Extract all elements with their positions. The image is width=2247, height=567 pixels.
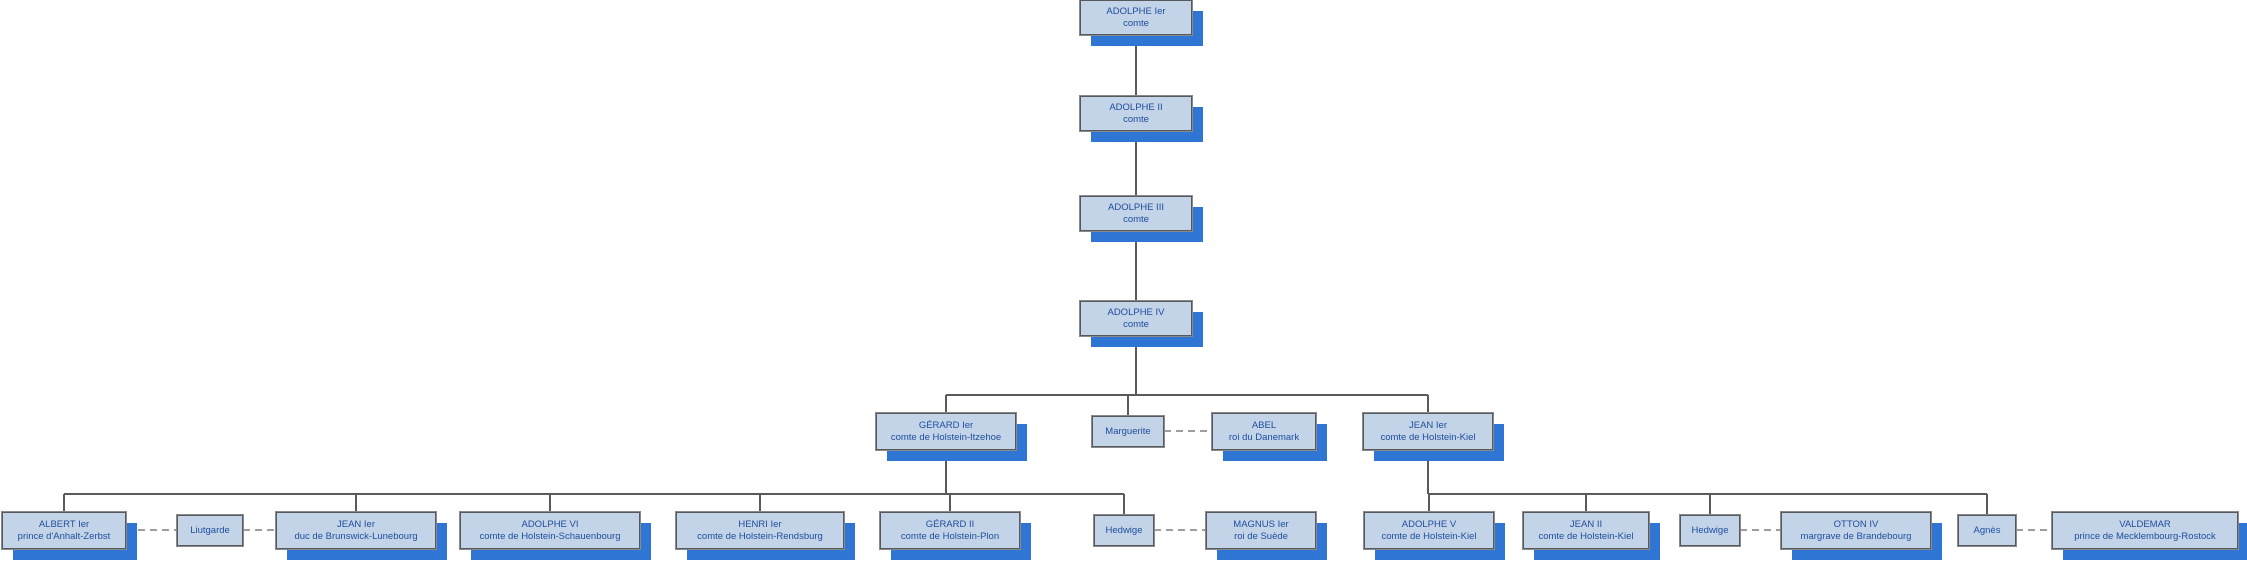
person-name: VALDEMAR	[2119, 518, 2171, 530]
person-name: MAGNUS Ier	[1233, 518, 1289, 530]
person-name: OTTON IV	[1833, 518, 1879, 530]
person-title: comte de Holstein-Rendsburg	[697, 530, 823, 542]
person-name: JEAN Ier	[336, 518, 375, 530]
person-name: ADOLPHE IV	[1107, 306, 1165, 318]
person-node-liutgarde[interactable]: Liutgarde	[176, 514, 244, 547]
person-name: ADOLPHE VI	[521, 518, 579, 530]
person-title: comte de Holstein-Kiel	[1538, 530, 1634, 542]
person-name: JEAN Ier	[1408, 419, 1447, 431]
person-node-hedwige1[interactable]: Hedwige	[1093, 514, 1155, 547]
person-name: Agnès	[1973, 524, 2001, 536]
person-name: GÉRARD Ier	[918, 419, 974, 431]
person-title: roi du Danemark	[1228, 431, 1300, 443]
person-title: comte	[1123, 213, 1149, 225]
person-title: comte	[1123, 318, 1149, 330]
person-name: GÉRARD II	[925, 518, 975, 530]
person-name: ADOLPHE II	[1109, 101, 1163, 113]
person-title: prince d'Anhalt-Zerbst	[17, 530, 111, 542]
person-title: prince de Mecklembourg-Rostock	[2074, 530, 2216, 542]
person-name: ADOLPHE III	[1108, 201, 1164, 213]
person-title: duc de Brunswick-Lunebourg	[294, 530, 418, 542]
person-title: margrave de Brandebourg	[1800, 530, 1912, 542]
person-node-agnes[interactable]: Agnès	[1957, 514, 2017, 547]
person-name: ALBERT Ier	[38, 518, 90, 530]
person-name: Hedwige	[1691, 524, 1729, 536]
person-title: comte	[1123, 113, 1149, 125]
person-node-marguerite[interactable]: Marguerite	[1091, 415, 1165, 448]
person-name: Hedwige	[1105, 524, 1143, 536]
person-title: comte de Holstein-Kiel	[1380, 431, 1476, 443]
person-title: comte de Holstein-Schauenbourg	[479, 530, 621, 542]
person-name: HENRI Ier	[738, 518, 782, 530]
person-node-hedwige2[interactable]: Hedwige	[1679, 514, 1741, 547]
person-title: roi de Suède	[1234, 530, 1288, 542]
person-name: Marguerite	[1105, 425, 1151, 437]
person-name: ADOLPHE V	[1401, 518, 1457, 530]
person-title: comte de Holstein-Itzehoe	[890, 431, 1002, 443]
person-name: ADOLPHE Ier	[1106, 5, 1166, 17]
person-name: Liutgarde	[190, 524, 230, 536]
person-name: JEAN II	[1569, 518, 1603, 530]
person-name: ABEL	[1251, 419, 1277, 431]
person-title: comte	[1123, 17, 1149, 29]
person-title: comte de Holstein-Kiel	[1381, 530, 1477, 542]
person-title: comte de Holstein-Plon	[900, 530, 1000, 542]
